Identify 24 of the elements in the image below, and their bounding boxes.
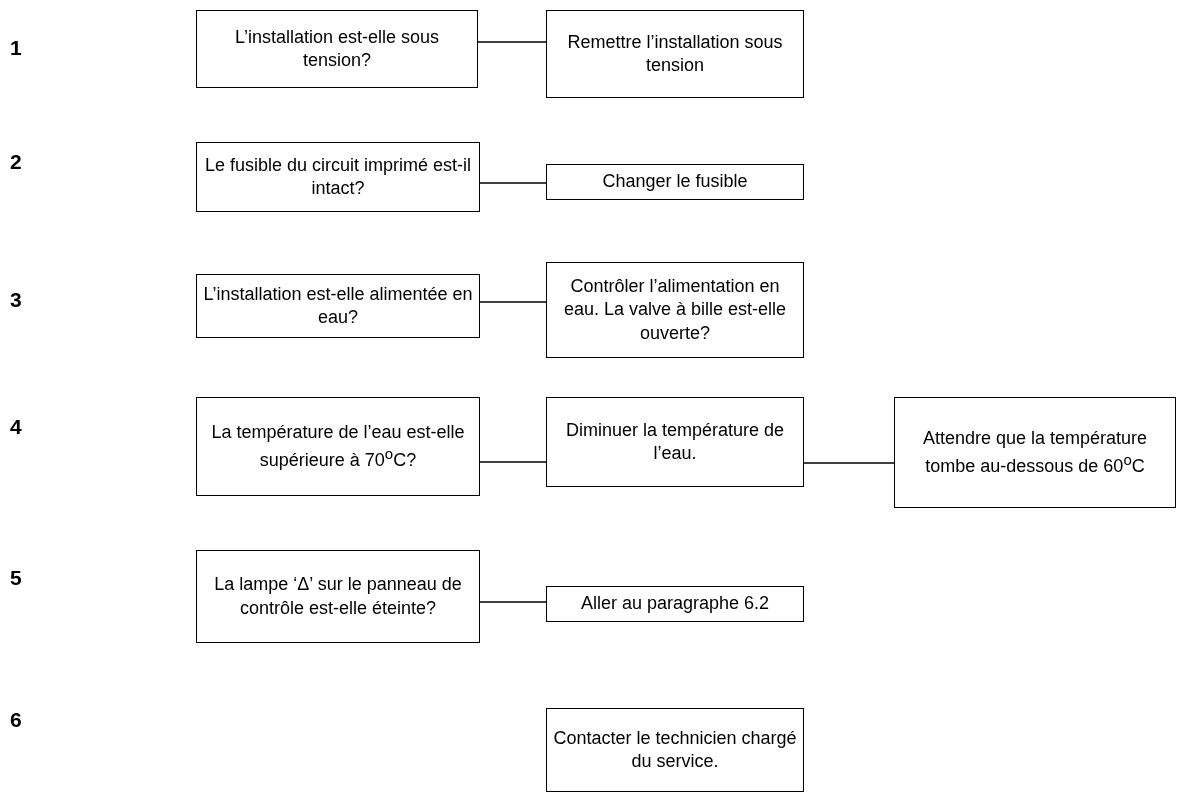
connector-line (479, 601, 547, 603)
process-box: Attendre que la température tombe au-dessous de 60$^{o}$C (894, 397, 1176, 508)
process-box: La température de l’eau est-elle supérieure à 70$^{o}$C? (196, 397, 480, 496)
process-box: Changer le fusible (546, 164, 804, 200)
process-box: La lampe ‘Δ’ sur le panneau de contrôle est-elle éteinte? (196, 550, 480, 643)
connector-line (479, 301, 547, 303)
process-box: Remettre l’installation sous tension (546, 10, 804, 98)
process-box: L’installation est-elle sous tension? (196, 10, 478, 88)
connector-line (479, 461, 547, 463)
process-box: Aller au paragraphe 6.2 (546, 586, 804, 622)
process-box: Contrôler l’alimentation en eau. La valve à bille est-elle ouverte? (546, 262, 804, 358)
process-box: Diminuer la température de l’eau. (546, 397, 804, 487)
connector-line (803, 462, 895, 464)
connector-line (477, 41, 547, 43)
step-number: 1 (10, 36, 22, 60)
step-number: 2 (10, 150, 22, 174)
process-box: Le fusible du circuit imprimé est-il intact? (196, 142, 480, 212)
connector-line (479, 182, 547, 184)
step-number: 5 (10, 566, 22, 590)
step-number: 4 (10, 415, 22, 439)
process-box: Contacter le technicien chargé du service. (546, 708, 804, 792)
step-number: 6 (10, 708, 22, 732)
process-box: L’installation est-elle alimentée en eau? (196, 274, 480, 338)
step-number: 3 (10, 288, 22, 312)
